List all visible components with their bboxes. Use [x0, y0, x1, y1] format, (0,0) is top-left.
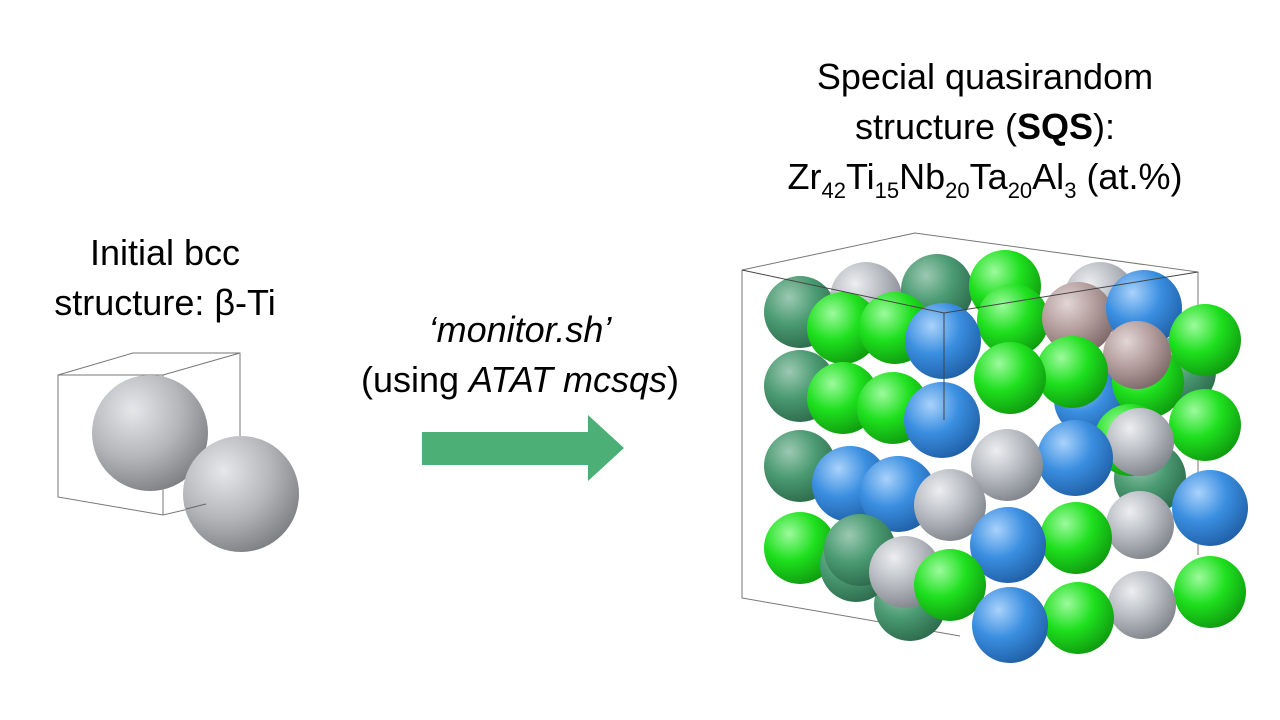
grey-atom — [971, 429, 1043, 501]
ti-atom — [183, 436, 299, 552]
element-zr: Zr — [787, 156, 822, 197]
grey-atom — [1106, 408, 1174, 476]
element-ta: Ta — [969, 156, 1008, 197]
blue-atom — [970, 507, 1046, 583]
blue-atom — [972, 587, 1048, 663]
element-al: Al — [1032, 156, 1065, 197]
initial-structure-label: Initial bcc structure: β-Ti — [20, 228, 310, 328]
element-al-fraction: 3 — [1064, 178, 1077, 203]
element-nb: Nb — [899, 156, 946, 197]
formula-units: (at.%) — [1076, 156, 1183, 197]
sqs-line2-suffix: ): — [1093, 106, 1116, 147]
green-atom — [914, 549, 986, 621]
tool-note-suffix: ) — [667, 359, 680, 400]
green-atom — [1169, 304, 1241, 376]
bcc-box-edge — [58, 352, 241, 376]
initial-structure-line1: Initial bcc — [89, 232, 241, 273]
initial-structure-line2: structure: β-Ti — [54, 282, 276, 323]
sqs-supercell — [741, 232, 1248, 663]
green-atom — [764, 512, 836, 584]
green-atom — [1042, 582, 1114, 654]
sqs-line1: Special quasirandom — [816, 56, 1154, 97]
sqs-structure-label: Special quasirandom structure (SQS): Zr4… — [720, 52, 1250, 202]
element-ti: Ti — [846, 156, 875, 197]
sqs-line2-prefix: structure ( — [854, 106, 1017, 147]
green-atom — [1036, 336, 1108, 408]
script-name: ‘monitor.sh’ — [428, 309, 612, 350]
grey-atom — [1106, 491, 1174, 559]
element-nb-fraction: 20 — [945, 178, 970, 203]
blue-atom — [905, 303, 981, 379]
tool-note: (using ATAT mcsqs) — [340, 355, 700, 405]
tool-name: ATAT mcsqs — [469, 359, 668, 400]
process-arrow — [422, 415, 624, 481]
green-atom — [977, 284, 1049, 356]
sqs-line2: structure (SQS): — [720, 102, 1250, 152]
blue-atom — [1037, 420, 1113, 496]
pink-atom — [1103, 321, 1171, 389]
green-atom — [807, 292, 879, 364]
element-zr-fraction: 42 — [821, 178, 846, 203]
sqs-abbrev: SQS — [1017, 106, 1094, 147]
ti-atom — [92, 375, 208, 491]
element-ta-fraction: 20 — [1007, 178, 1033, 203]
grey-atom — [914, 469, 986, 541]
arrow-label: ‘monitor.sh’ (using ATAT mcsqs) — [340, 305, 700, 405]
green-atom — [1174, 556, 1246, 628]
tool-note-prefix: (using — [360, 359, 470, 400]
bcc-unit-cell — [57, 352, 299, 552]
green-atom — [1169, 389, 1241, 461]
green-atom — [974, 342, 1046, 414]
grey-atom — [1108, 571, 1176, 639]
pink-atom — [1042, 282, 1114, 354]
bcc-box-edge — [185, 503, 207, 510]
blue-atom — [1172, 470, 1248, 546]
sqs-formula: Zr42Ti15Nb20Ta20Al3 (at.%) — [720, 152, 1250, 202]
green-atom — [1040, 502, 1112, 574]
blue-atom — [904, 382, 980, 458]
element-ti-fraction: 15 — [874, 178, 900, 203]
